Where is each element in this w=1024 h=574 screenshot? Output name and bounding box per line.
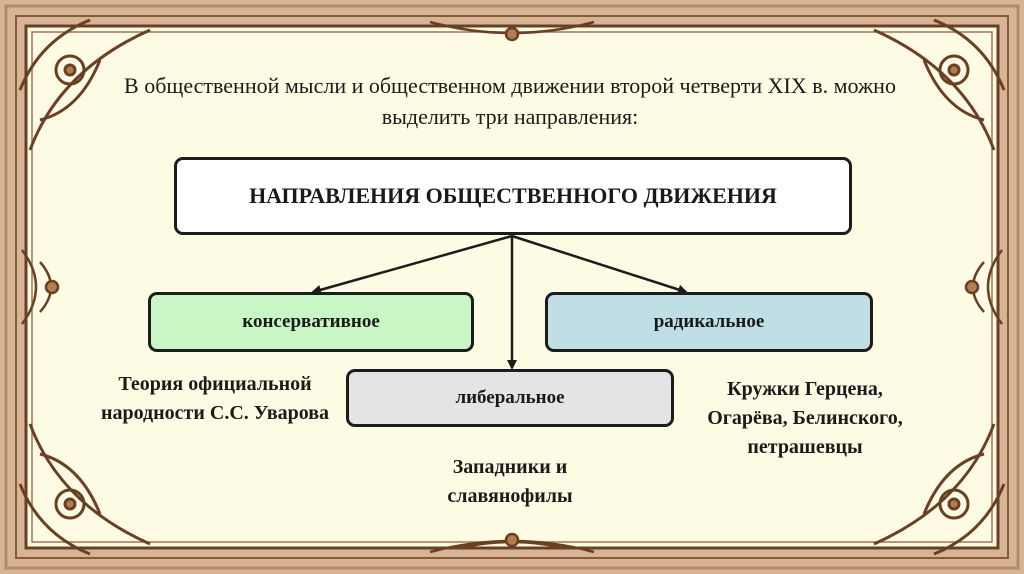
arrow-to-radical	[511, 234, 688, 295]
conservative-note: Теория официальной народности С.С. Уваро…	[100, 373, 330, 424]
radical-node-label: радикальное	[653, 311, 765, 332]
liberal-note: Западники и славянофилы	[447, 456, 573, 507]
radical-node: радикальное	[545, 292, 873, 352]
edge-ornament-right	[964, 249, 1003, 325]
root-node-label: НАПРАВЛЕНИЯ ОБЩЕСТВЕННОГО ДВИЖЕНИЯ	[249, 183, 777, 208]
arrow-to-conservative	[311, 234, 513, 295]
liberal-node-label: либеральное	[455, 387, 565, 408]
conservative-node: консервативное	[148, 292, 474, 352]
edge-ornament-bottom	[429, 532, 595, 554]
corner-ornament-bottom-right	[873, 423, 1006, 556]
edge-ornament-top	[429, 20, 595, 42]
edge-ornament-left	[21, 249, 60, 325]
corner-ornament-top-left	[18, 18, 151, 151]
conservative-node-label: консервативное	[242, 311, 380, 332]
corner-ornament-top-right	[873, 18, 1006, 151]
intro-text: В общественной мысли и общественном движ…	[124, 73, 896, 129]
corner-ornament-bottom-left	[18, 423, 151, 556]
radical-note: Кружки Герцена, Огарёва, Белинского, пет…	[707, 378, 903, 458]
liberal-node: либеральное	[346, 369, 674, 427]
root-node: НАПРАВЛЕНИЯ ОБЩЕСТВЕННОГО ДВИЖЕНИЯ	[174, 157, 852, 235]
